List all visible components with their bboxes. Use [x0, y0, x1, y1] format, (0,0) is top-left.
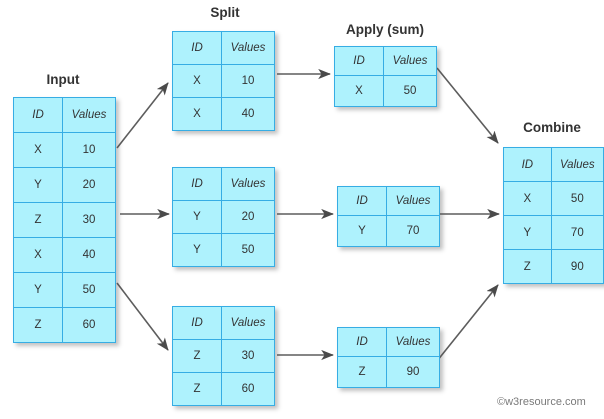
table-row: X 10 — [172, 64, 275, 98]
cell-id: Z — [172, 372, 222, 406]
split-table-3: ID Values Z 30 Z 60 — [172, 306, 275, 406]
cell-id: Z — [13, 307, 63, 343]
cell-value: 90 — [386, 356, 440, 388]
cell-value: 40 — [62, 237, 116, 273]
title-split: Split — [210, 5, 240, 20]
column-header-values: Values — [386, 186, 440, 216]
cell-value: 10 — [221, 64, 275, 98]
column-header-id: ID — [13, 97, 63, 133]
cell-value: 20 — [62, 167, 116, 203]
table-row: Y 20 — [13, 167, 116, 203]
cell-id: Y — [172, 233, 222, 267]
apply-table-1: ID Values X 50 — [334, 46, 437, 107]
table-header-row: ID Values — [172, 306, 275, 340]
table-row: X 40 — [172, 97, 275, 131]
cell-id: X — [503, 181, 552, 216]
cell-value: 50 — [550, 181, 604, 216]
input-table: ID Values X 10 Y 20 Z 30 X 40 Y 50 Z 60 — [13, 97, 116, 343]
table-row: X 10 — [13, 132, 116, 168]
table-row: Y 70 — [337, 215, 440, 247]
column-header-values: Values — [386, 327, 440, 357]
cell-value: 50 — [62, 272, 116, 308]
cell-value: 90 — [550, 249, 604, 284]
cell-value: 30 — [62, 202, 116, 238]
combine-table: ID Values X 50 Y 70 Z 90 — [503, 147, 604, 284]
column-header-values: Values — [221, 306, 275, 340]
column-header-values: Values — [383, 46, 437, 76]
table-row: Z 90 — [337, 356, 440, 388]
cell-value: 20 — [221, 200, 275, 234]
table-row: X 40 — [13, 237, 116, 273]
apply-table-3: ID Values Z 90 — [337, 327, 440, 388]
column-header-id: ID — [172, 167, 222, 201]
split-table-2: ID Values Y 20 Y 50 — [172, 167, 275, 267]
cell-value: 40 — [221, 97, 275, 131]
cell-id: X — [172, 97, 222, 131]
table-header-row: ID Values — [172, 167, 275, 201]
cell-value: 60 — [221, 372, 275, 406]
table-row: Z 90 — [503, 249, 604, 284]
table-row: Y 20 — [172, 200, 275, 234]
cell-id: Y — [172, 200, 222, 234]
table-row: Z 60 — [13, 307, 116, 343]
title-combine: Combine — [523, 120, 581, 135]
cell-id: Z — [13, 202, 63, 238]
cell-value: 70 — [386, 215, 440, 247]
cell-value: 60 — [62, 307, 116, 343]
table-row: Y 50 — [172, 233, 275, 267]
column-header-id: ID — [503, 147, 552, 182]
table-header-row: ID Values — [172, 31, 275, 65]
cell-id: Y — [503, 215, 552, 250]
table-header-row: ID Values — [334, 46, 437, 76]
cell-value: 50 — [383, 75, 437, 107]
column-header-values: Values — [221, 167, 275, 201]
column-header-values: Values — [221, 31, 275, 65]
table-row: Z 30 — [13, 202, 116, 238]
cell-id: Z — [337, 356, 387, 388]
cell-value: 50 — [221, 233, 275, 267]
column-header-id: ID — [172, 306, 222, 340]
title-apply: Apply (sum) — [345, 22, 424, 37]
cell-id: Z — [172, 339, 222, 373]
column-header-id: ID — [334, 46, 384, 76]
cell-id: X — [334, 75, 384, 107]
table-row: Y 70 — [503, 215, 604, 250]
cell-id: Y — [337, 215, 387, 247]
cell-id: Y — [13, 167, 63, 203]
table-row: X 50 — [503, 181, 604, 216]
arrow-apply-3-to-combine — [436, 284, 499, 362]
table-header-row: ID Values — [337, 327, 440, 357]
table-row: X 50 — [334, 75, 437, 107]
cell-id: X — [13, 132, 63, 168]
table-header-row: ID Values — [503, 147, 604, 182]
cell-value: 10 — [62, 132, 116, 168]
cell-value: 30 — [221, 339, 275, 373]
column-header-id: ID — [337, 186, 387, 216]
table-row: Y 50 — [13, 272, 116, 308]
title-input: Input — [46, 72, 80, 87]
table-header-row: ID Values — [13, 97, 116, 133]
cell-id: Y — [13, 272, 63, 308]
column-header-values: Values — [550, 147, 604, 182]
table-row: Z 30 — [172, 339, 275, 373]
arrow-apply-1-to-combine — [436, 67, 499, 144]
watermark: ©w3resource.com — [497, 396, 586, 408]
column-header-values: Values — [62, 97, 116, 133]
apply-table-2: ID Values Y 70 — [337, 186, 440, 247]
split-table-1: ID Values X 10 X 40 — [172, 31, 275, 131]
cell-value: 70 — [550, 215, 604, 250]
cell-id: Z — [503, 249, 552, 284]
column-header-id: ID — [172, 31, 222, 65]
arrow-input-to-split-1 — [116, 82, 169, 149]
cell-id: X — [172, 64, 222, 98]
table-header-row: ID Values — [337, 186, 440, 216]
column-header-id: ID — [337, 327, 387, 357]
arrow-input-to-split-3 — [116, 282, 169, 351]
cell-id: X — [13, 237, 63, 273]
table-row: Z 60 — [172, 372, 275, 406]
